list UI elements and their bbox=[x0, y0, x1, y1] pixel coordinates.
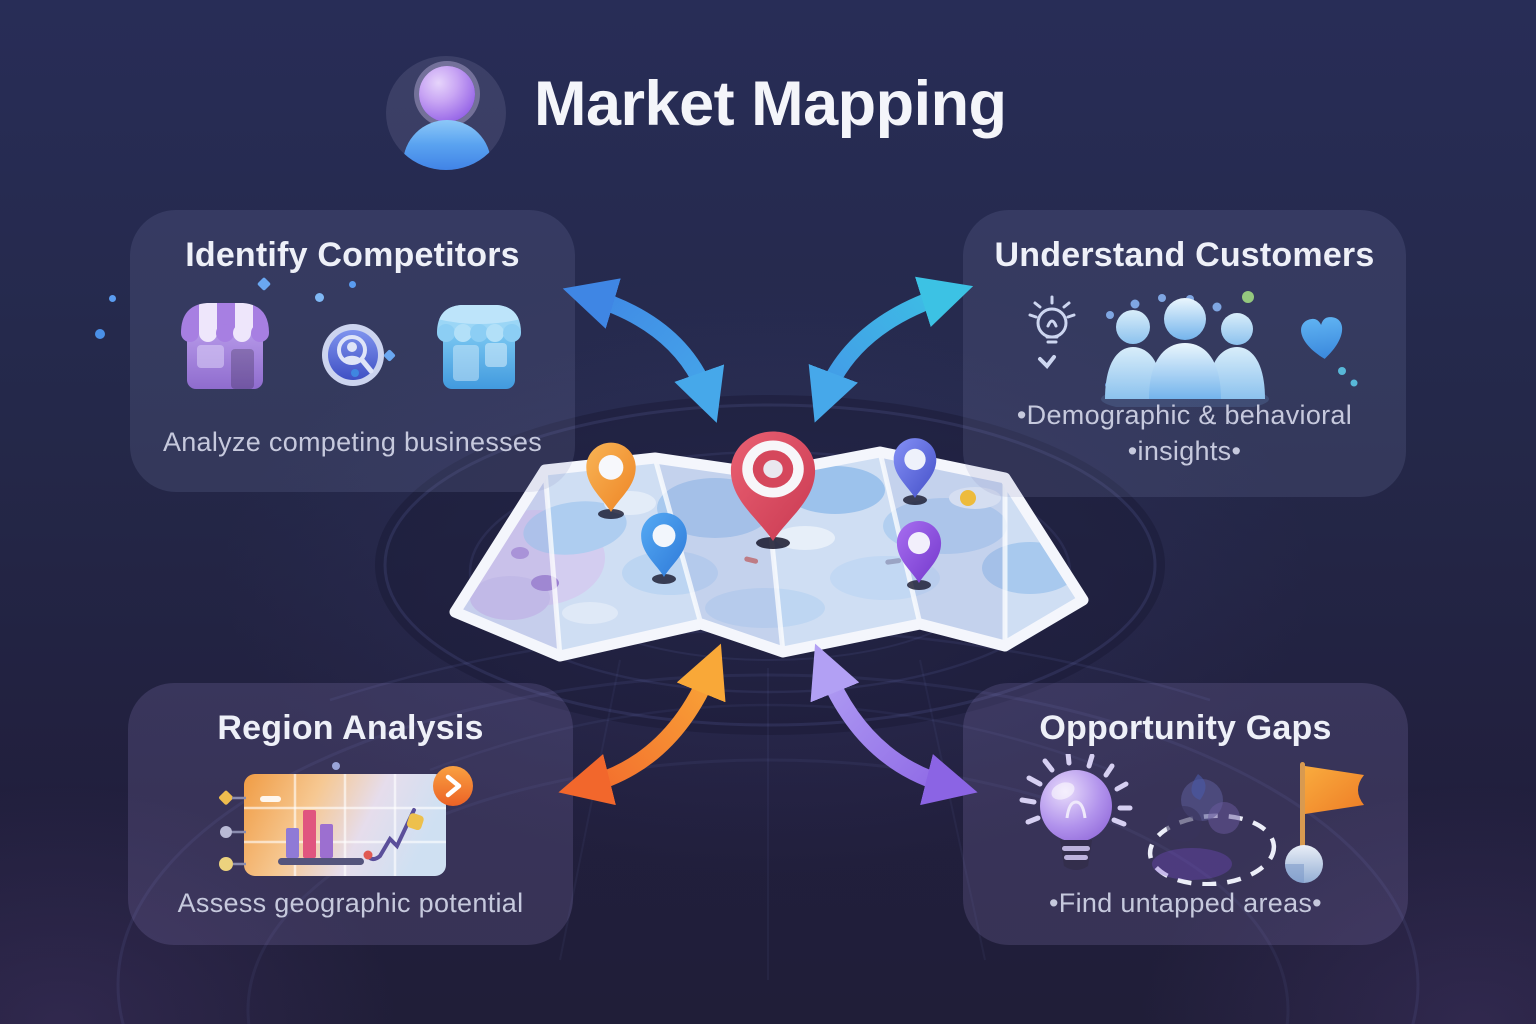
pin-indigo bbox=[893, 438, 937, 505]
card-region-analysis: Region Analysis bbox=[128, 683, 573, 945]
sparkle-dot bbox=[350, 369, 359, 377]
page-title: Market Mapping bbox=[534, 69, 1007, 139]
sparkle-dot bbox=[94, 329, 105, 339]
sparkle-dot bbox=[256, 276, 271, 292]
growth-trend-icon bbox=[363, 808, 424, 861]
dashed-zone-icon bbox=[1147, 774, 1276, 886]
pin-orange bbox=[586, 442, 636, 519]
sparkle-dot bbox=[348, 281, 356, 288]
sparkle-dot bbox=[314, 293, 324, 302]
chevron-badge-icon bbox=[432, 766, 473, 806]
competitor-search-icon bbox=[321, 324, 384, 386]
pin-blue bbox=[641, 512, 687, 584]
card-title: Opportunity Gaps bbox=[1039, 709, 1332, 747]
card-caption: Analyze competing businesses bbox=[162, 427, 543, 457]
card-caption: Assess geographic potential bbox=[177, 888, 524, 918]
storefront-purple-icon bbox=[180, 303, 269, 389]
identify-competitors-icons bbox=[180, 303, 521, 389]
folded-map-with-pins bbox=[449, 431, 1089, 662]
region-chart-icon bbox=[243, 774, 446, 876]
person-avatar-icon bbox=[386, 56, 506, 170]
region-analysis-icons bbox=[218, 762, 473, 876]
avatar-body bbox=[403, 120, 491, 170]
sparkle-dot bbox=[108, 295, 116, 302]
axis-dots bbox=[218, 790, 246, 871]
caption-line-1: •Demographic & behavioral bbox=[1016, 400, 1353, 430]
map-yellow-dot bbox=[960, 490, 976, 506]
flag-icon bbox=[1284, 762, 1364, 883]
card-identify-competitors: Identify Competitors bbox=[94, 210, 575, 492]
pin-target-red bbox=[730, 431, 816, 549]
card-title: Understand Customers bbox=[994, 236, 1375, 274]
lightbulb-icon bbox=[1019, 754, 1132, 870]
card-title: Region Analysis bbox=[217, 709, 484, 747]
heart-icon bbox=[1300, 317, 1342, 359]
pin-purple bbox=[896, 520, 942, 590]
card-opportunity-gaps: Opportunity Gaps bbox=[963, 683, 1408, 945]
card-caption: •Demographic & behavioral •insights• bbox=[963, 397, 1406, 469]
avatar-head bbox=[419, 66, 475, 122]
card-caption: •Find untapped areas• bbox=[1049, 888, 1322, 918]
caption-line-2: •insights• bbox=[1127, 436, 1242, 466]
card-title: Identify Competitors bbox=[185, 236, 520, 274]
sparkle-dot bbox=[331, 762, 340, 770]
storefront-blue-icon bbox=[436, 305, 521, 389]
opportunity-gaps-icons bbox=[1019, 754, 1364, 886]
understand-customers-icons bbox=[1028, 291, 1357, 407]
idea-doodle-icon bbox=[1028, 295, 1075, 370]
customer-group-icon bbox=[1100, 298, 1269, 407]
card-understand-customers: Understand Customers bbox=[963, 210, 1406, 497]
